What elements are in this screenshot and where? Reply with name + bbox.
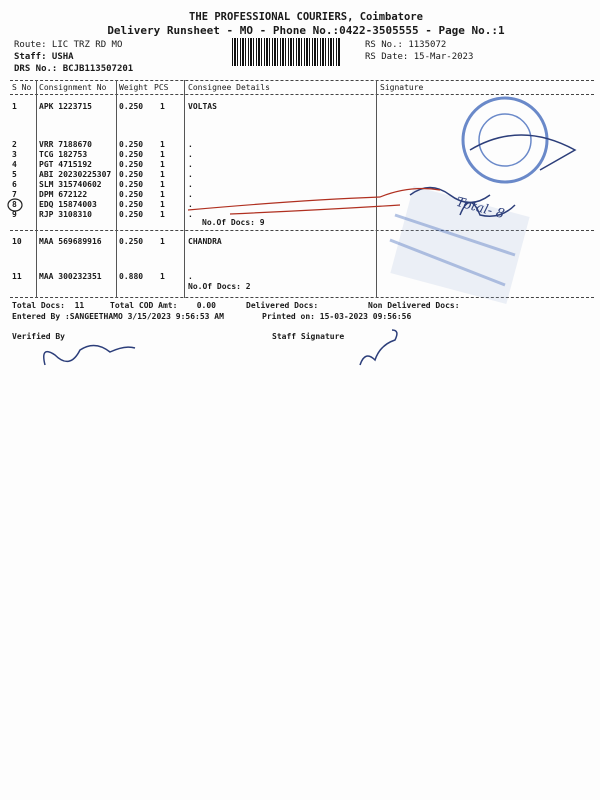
cell-sno: 6	[12, 180, 17, 189]
cell-wt: 0.250	[119, 140, 144, 149]
cell-sno: 7	[12, 190, 17, 199]
cell-pcs: 1	[160, 102, 165, 111]
column-line	[376, 80, 377, 298]
cell-cons: .	[188, 200, 193, 209]
rs-number: RS No.: 1135072	[365, 40, 447, 50]
group-docs-count: No.Of Docs: 9	[202, 218, 265, 227]
cell-cn: APK 1223715	[39, 102, 92, 111]
cell-cons: .	[188, 170, 193, 179]
cell-cn: SLM 315740602	[39, 180, 102, 189]
printed-on: Printed on: 15-03-2023 09:56:56	[262, 312, 412, 321]
company-title: THE PROFESSIONAL COURIERS, Coimbatore	[189, 11, 423, 23]
col-signature: Signature	[380, 83, 424, 92]
cell-pcs: 1	[160, 160, 165, 169]
cell-wt: 0.250	[119, 160, 144, 169]
cell-cons: .	[188, 180, 193, 189]
cell-cn: ABI 20230225307	[39, 170, 112, 179]
cell-wt: 0.250	[119, 180, 144, 189]
cell-cn: PGT 4715192	[39, 160, 92, 169]
entered-by: Entered By :SANGEETHAMO 3/15/2023 9:56:5…	[12, 312, 224, 321]
drs-number: DRS No.: BCJB113507201	[14, 64, 134, 74]
cell-wt: 0.880	[119, 272, 144, 281]
column-line	[184, 80, 185, 298]
column-line	[116, 80, 117, 298]
cell-sno: 2	[12, 140, 17, 149]
cell-pcs: 1	[160, 170, 165, 179]
barcode	[232, 38, 340, 66]
cell-wt: 0.250	[119, 237, 144, 246]
divider	[10, 230, 594, 231]
col-consignment: Consignment No	[39, 83, 107, 92]
cell-wt: 0.250	[119, 200, 144, 209]
col-pcs: PCS	[154, 83, 169, 92]
cell-sno: 11	[12, 272, 22, 281]
cell-cn: RJP 3108310	[39, 210, 92, 219]
cell-cn: TCG 182753	[39, 150, 88, 159]
cell-sno: 1	[12, 102, 17, 111]
cell-pcs: 1	[160, 190, 165, 199]
cell-pcs: 1	[160, 150, 165, 159]
col-sno: S No	[12, 83, 32, 92]
staff: Staff: USHA	[14, 52, 74, 62]
cell-sno: 5	[12, 170, 17, 179]
cell-wt: 0.250	[119, 190, 144, 199]
cell-cons: .	[188, 210, 193, 219]
cell-cn: VRR 7188670	[39, 140, 92, 149]
cell-cons: .	[188, 272, 193, 281]
cell-wt: 0.250	[119, 210, 144, 219]
delivered-docs: Delivered Docs:	[246, 301, 319, 310]
group-docs-count: No.Of Docs: 2	[188, 282, 251, 291]
cell-cn: MAA 569689916	[39, 237, 102, 246]
verified-by: Verified By	[12, 332, 65, 341]
cell-cn: MAA 300232351	[39, 272, 102, 281]
cell-cn: EDQ 15874003	[39, 200, 97, 209]
runsheet-subtitle: Delivery Runsheet - MO - Phone No.:0422-…	[107, 24, 505, 37]
column-line	[36, 80, 37, 298]
cell-sno: 10	[12, 237, 22, 246]
divider	[10, 80, 594, 81]
col-weight: Weight	[119, 83, 148, 92]
cell-pcs: 1	[160, 272, 165, 281]
cell-pcs: 1	[160, 140, 165, 149]
cell-cons: .	[188, 140, 193, 149]
divider	[10, 297, 594, 298]
handwritten-signature	[43, 134, 577, 366]
cell-pcs: 1	[160, 200, 165, 209]
cell-cons: .	[188, 160, 193, 169]
cell-wt: 0.250	[119, 170, 144, 179]
divider	[10, 94, 594, 95]
cell-sno: 9	[12, 210, 17, 219]
cell-cons: .	[188, 190, 193, 199]
rs-date: RS Date: 15-Mar-2023	[365, 52, 474, 62]
total-cod: Total COD Amt: 0.00	[110, 301, 216, 310]
cell-cons: VOLTAS	[188, 102, 217, 111]
cell-cn: DPM 672122	[39, 190, 88, 199]
route: Route: LIC TRZ RD MO	[14, 40, 123, 50]
cell-cons: CHANDRA	[188, 237, 222, 246]
cell-pcs: 1	[160, 210, 165, 219]
non-delivered-docs: Non Delivered Docs:	[368, 301, 460, 310]
cell-pcs: 1	[160, 180, 165, 189]
cell-sno: 3	[12, 150, 17, 159]
cell-sno: 4	[12, 160, 17, 169]
col-consignee: Consignee Details	[188, 83, 270, 92]
cell-wt: 0.250	[119, 102, 144, 111]
red-annotation	[7, 187, 441, 215]
cell-cons: .	[188, 150, 193, 159]
total-docs: Total Docs: 11	[12, 301, 85, 310]
cell-pcs: 1	[160, 237, 165, 246]
cell-sno: 8	[12, 200, 17, 209]
staff-signature-label: Staff Signature	[272, 332, 345, 341]
cell-wt: 0.250	[119, 150, 144, 159]
